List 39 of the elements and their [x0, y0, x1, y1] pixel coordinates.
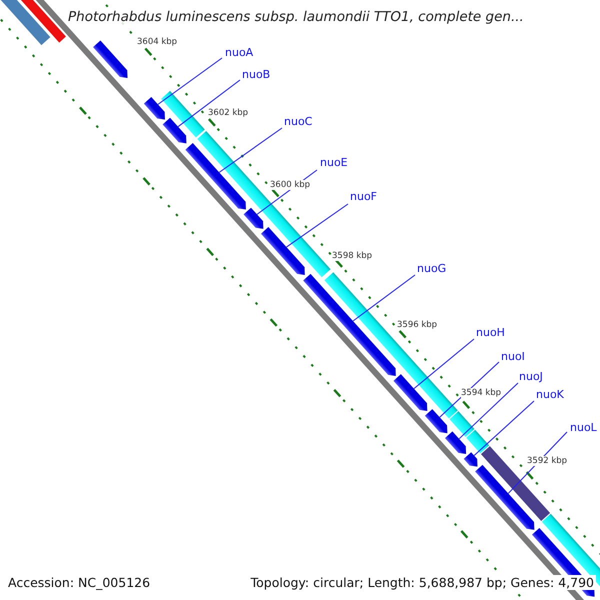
gene-feature	[93, 40, 128, 78]
gene-feature	[260, 227, 305, 275]
gene-feature	[424, 409, 448, 434]
scale-label: 3604 kbp	[137, 37, 178, 47]
gene-feature	[244, 208, 264, 229]
gene-label: nuoC	[284, 116, 312, 128]
gene-label: nuoG	[417, 263, 446, 275]
map-info: Accession: NC_005126	[6, 575, 152, 590]
scale-label: 3594 kbp	[461, 388, 502, 398]
gene-label: nuoH	[476, 327, 505, 339]
gene-feature	[475, 464, 534, 530]
gene-feature	[303, 274, 396, 376]
leader-line	[218, 128, 282, 173]
map-title: Photorhabdus luminescens subsp. laumondii TTO1, complete gen...	[68, 9, 524, 25]
leader-line	[458, 382, 518, 440]
gene-label: nuoA	[225, 47, 254, 59]
scale-label: 3602 kbp	[208, 108, 248, 118]
gene-feature	[185, 143, 246, 210]
scale-label: 3600 kbp	[270, 180, 310, 190]
gene-feature	[444, 431, 466, 454]
gene-label: nuoB	[242, 69, 270, 81]
gene-feature	[393, 374, 428, 411]
gene-label: nuoJ	[519, 371, 543, 383]
leader-line	[352, 274, 416, 322]
gene-label: nuoF	[350, 191, 378, 203]
gene-label: nuoE	[320, 157, 348, 169]
gene-label: nuoL	[570, 422, 597, 434]
leader-line	[286, 204, 348, 248]
gene-feature	[464, 452, 478, 467]
gene-label: nuoI	[501, 351, 525, 363]
leader-line	[413, 338, 474, 390]
gene-feature	[144, 96, 165, 120]
leader-line	[178, 80, 240, 128]
gene-feature	[162, 118, 186, 144]
leader-line	[474, 400, 534, 456]
scale-label: 3598 kbp	[332, 251, 372, 261]
scale-label: 3592 kbp	[527, 456, 568, 466]
map-info: Topology: circular; Length: 5,688,987 bp; Genes: 4,790	[248, 575, 596, 590]
gene-label: nuoK	[536, 389, 564, 401]
